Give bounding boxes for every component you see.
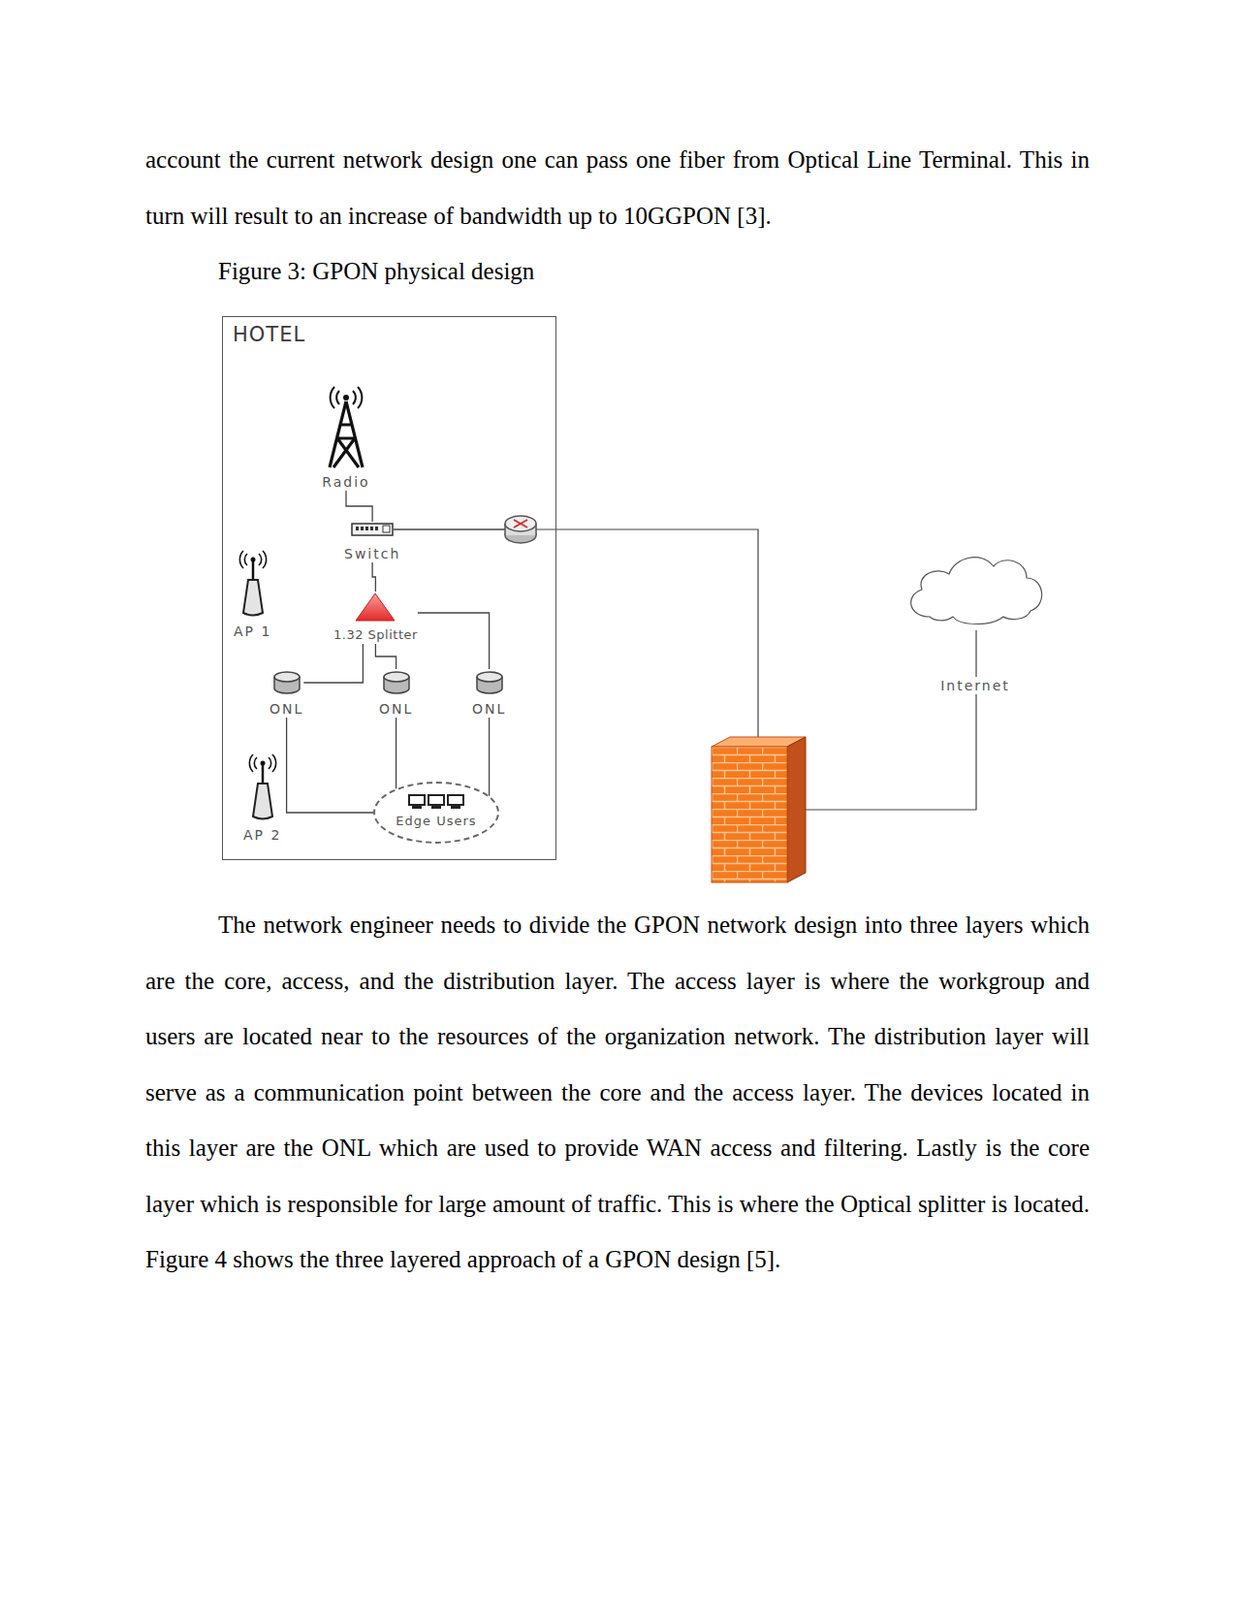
edge-users-group: Edge Users xyxy=(373,781,500,844)
node-label: ONL xyxy=(379,699,413,718)
fiber-link xyxy=(375,643,396,669)
body-paragraph: account the current network design one c… xyxy=(145,131,1090,244)
onl-unit: ONL xyxy=(269,668,304,718)
frame-title: HOTEL xyxy=(232,322,306,347)
fiber-link xyxy=(488,717,490,796)
onl-icon xyxy=(475,668,505,697)
tower-icon xyxy=(321,385,371,470)
sw-icon xyxy=(350,521,394,538)
access-point: AP 1 xyxy=(233,548,272,640)
node-label: Switch xyxy=(344,544,401,563)
wire xyxy=(393,528,507,531)
splitter-icon xyxy=(353,591,397,623)
firewall-symbol xyxy=(711,736,806,883)
radio-tower: Radio xyxy=(321,385,371,491)
internet-cloud: Internet xyxy=(902,548,1048,695)
fiber-link xyxy=(372,562,376,592)
onl-unit: ONL xyxy=(379,668,413,718)
onl-icon xyxy=(381,668,412,697)
network-switch: Switch xyxy=(344,521,401,563)
wire xyxy=(535,529,759,739)
node-label: Radio xyxy=(321,473,370,491)
node-label: AP 2 xyxy=(243,825,282,844)
node-label: AP 1 xyxy=(233,622,272,640)
computer-icons xyxy=(407,793,466,810)
node-label: ONL xyxy=(269,699,304,718)
body-paragraph: The network engineer needs to divide the… xyxy=(145,896,1090,1288)
figure-caption: Figure 3: GPON physical design xyxy=(218,256,535,286)
node-label: Internet xyxy=(937,676,1014,695)
cloud-icon xyxy=(902,548,1048,633)
fiber-link xyxy=(303,643,363,683)
ap-icon xyxy=(237,548,269,619)
node-label: Edge Users xyxy=(395,812,476,830)
onl-unit: ONL xyxy=(472,668,507,718)
fiber-link xyxy=(395,717,397,789)
optical-splitter: 1.32 Splitter xyxy=(333,591,418,644)
onl-icon xyxy=(272,668,302,697)
fiber-link xyxy=(346,490,373,522)
node-label: ONL xyxy=(472,699,507,718)
wire xyxy=(805,630,977,810)
ap-icon xyxy=(247,752,279,823)
router-symbol xyxy=(505,515,537,543)
hotel-frame: HOTEL RadioSwitch AP 1 1.32 SplitterONL ONL O… xyxy=(221,316,557,860)
fiber-link xyxy=(286,717,374,813)
access-point: AP 2 xyxy=(243,752,282,844)
fiber-link xyxy=(417,612,490,669)
node-label: 1.32 Splitter xyxy=(333,626,418,644)
